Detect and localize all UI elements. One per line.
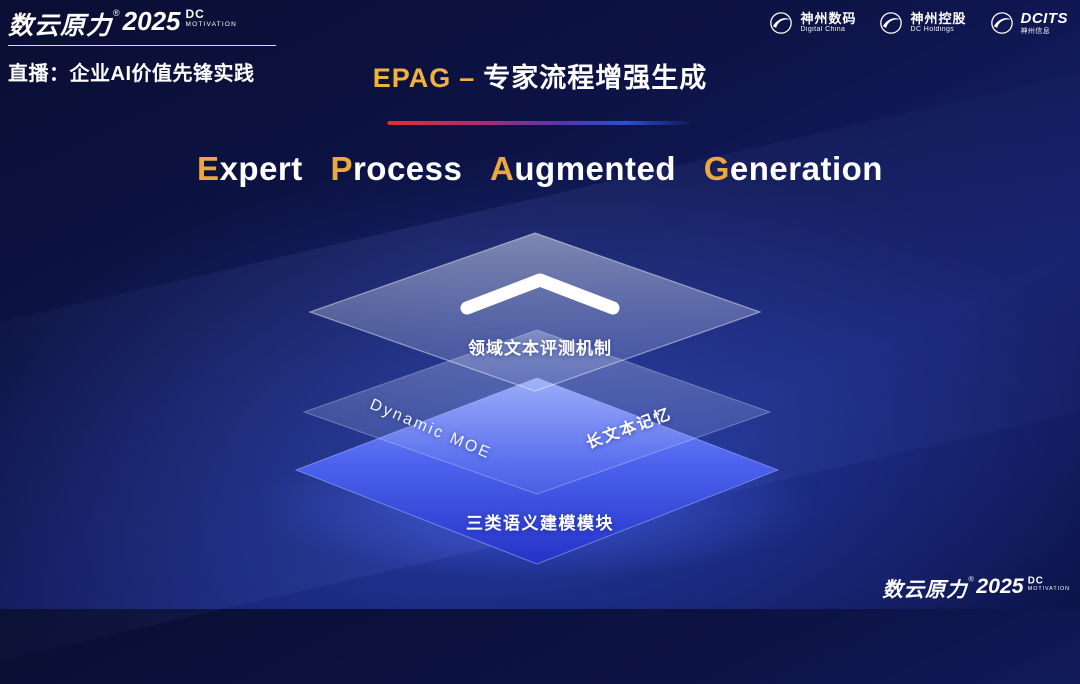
- page-title: Expert Process Augmented Generation: [0, 150, 1080, 188]
- brand-name: 数云原力: [882, 578, 968, 602]
- title-word: Generation: [704, 150, 883, 187]
- layer-middle-shape: [302, 329, 772, 495]
- brand-reg-mark: ®: [968, 575, 974, 584]
- title-accent-line: [387, 121, 693, 125]
- title-rest: rocess: [352, 150, 463, 187]
- title-rest: ugmented: [514, 150, 677, 187]
- brand-logo-bottom-right: 数云原力 ® 2025 DC MOTIVATION: [882, 573, 1070, 603]
- chevron-up-icon: [455, 268, 625, 323]
- title-word: Process: [330, 150, 462, 187]
- partner-dcits: DCITS 神州信息: [989, 10, 1069, 36]
- brand-year: 2025: [976, 573, 1024, 599]
- partner-name: 神州数码: [800, 10, 857, 26]
- partner-logos: 神州数码 Digital China 神州控股 DC Holdings DCIT…: [768, 10, 1068, 36]
- slide-title-separator: –: [459, 63, 476, 93]
- layer-top-shape: [308, 232, 762, 392]
- title-initial: G: [703, 150, 730, 187]
- swoosh-globe-icon: [768, 10, 794, 36]
- brand-reg-mark: ®: [113, 8, 120, 18]
- partner-subtitle: Digital China: [800, 26, 846, 34]
- brand-dc-motivation: DC MOTIVATION: [186, 8, 237, 29]
- brand-row: 数云原力 ® 2025 DC MOTIVATION: [882, 573, 1070, 603]
- partner-dc-holdings: 神州控股 DC Holdings: [878, 10, 966, 36]
- partner-text: 神州数码 Digital China: [800, 10, 857, 35]
- title-initial: E: [197, 150, 220, 187]
- brand-logo-top-left: 数云原力 ® 2025 DC MOTIVATION: [8, 6, 276, 46]
- title-initial: A: [490, 150, 515, 187]
- partner-name: 神州控股: [910, 10, 967, 26]
- partner-subtitle: DC Holdings: [910, 26, 955, 34]
- brand-dc-text: DC: [185, 7, 205, 21]
- brand-name: 数云原力: [8, 12, 113, 40]
- swoosh-globe-icon: [878, 10, 904, 36]
- partner-name: DCITS: [1020, 10, 1068, 28]
- live-stream-label: 直播：企业AI价值先锋实践: [8, 63, 255, 85]
- brand-dc-motivation: DC MOTIVATION: [1028, 575, 1070, 592]
- layer-stack-diagram: [257, 232, 817, 580]
- title-rest: xpert: [219, 150, 303, 187]
- title-initial: P: [330, 150, 353, 187]
- brand-dc-text: DC: [1027, 574, 1044, 586]
- brand-motivation-text: MOTIVATION: [185, 21, 237, 28]
- brand-underline: [8, 45, 276, 46]
- slide-title-zh: 专家流程增强生成: [483, 63, 708, 93]
- brand-row: 数云原力 ® 2025 DC MOTIVATION: [8, 6, 276, 42]
- title-word: Expert: [197, 150, 303, 187]
- slide-title: EPAG–专家流程增强生成: [373, 56, 708, 95]
- partner-subtitle: 神州信息: [1020, 27, 1051, 35]
- brand-motivation-text: MOTIVATION: [1027, 585, 1070, 592]
- bottom-layer-label: 三类语义建模模块: [466, 514, 614, 533]
- swoosh-globe-icon: [989, 10, 1015, 36]
- slide-title-en: EPAG: [372, 63, 452, 93]
- partner-text: DCITS 神州信息: [1021, 10, 1069, 35]
- title-rest: eneration: [729, 150, 883, 187]
- partner-digital-china: 神州数码 Digital China: [768, 10, 856, 36]
- top-layer-label: 领域文本评测机制: [468, 339, 612, 358]
- brand-year: 2025: [122, 6, 181, 36]
- partner-text: 神州控股 DC Holdings: [910, 10, 967, 35]
- title-word: Augmented: [490, 150, 676, 187]
